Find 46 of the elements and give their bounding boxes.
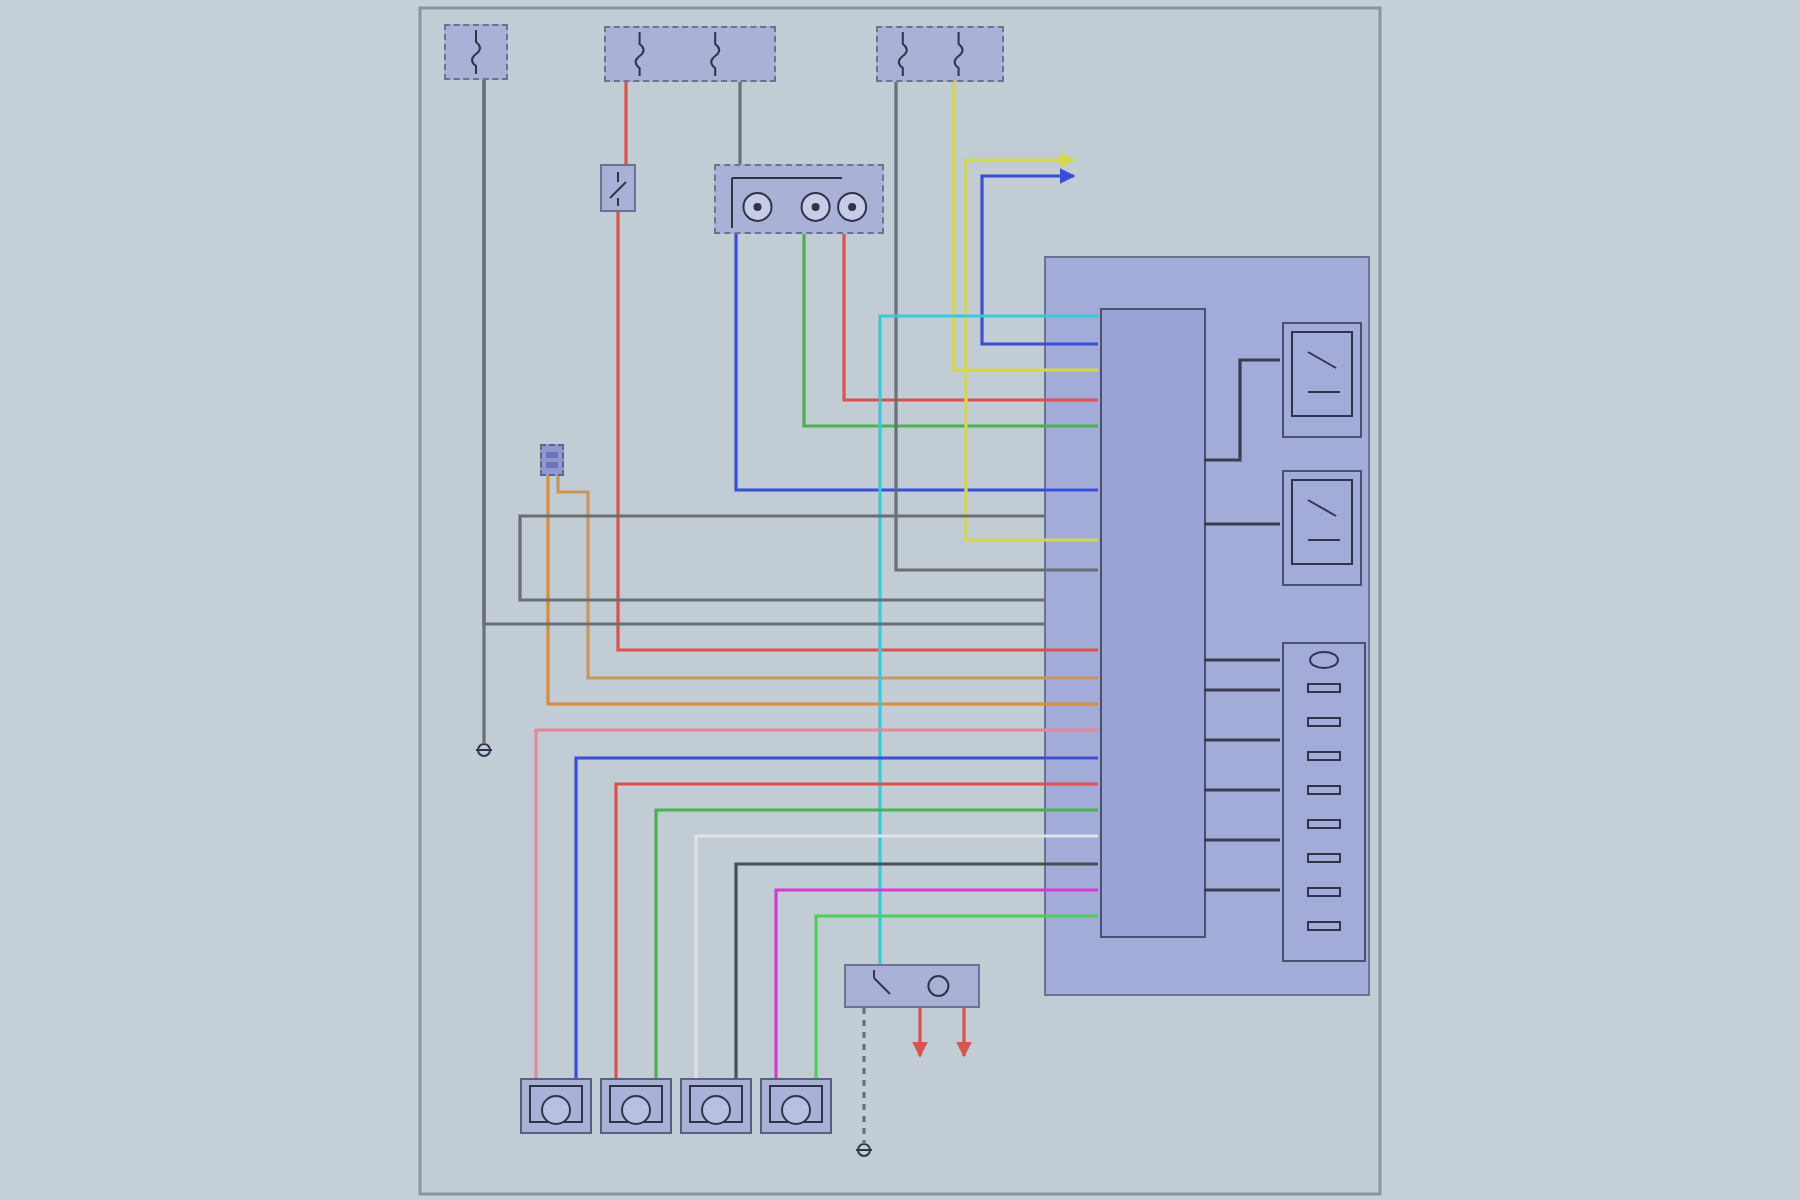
relay-box <box>1282 322 1362 438</box>
switch-box <box>844 964 980 1008</box>
wire <box>1204 658 1280 662</box>
sensor-box <box>520 1078 592 1134</box>
wire <box>1204 358 1280 462</box>
wire <box>878 314 1098 964</box>
wire <box>1204 788 1280 792</box>
wire <box>814 914 1098 1078</box>
wire <box>1204 738 1280 742</box>
connector-box <box>540 444 564 476</box>
wire <box>894 82 1098 572</box>
sensor-box <box>600 1078 672 1134</box>
wire <box>694 834 1098 1078</box>
wire <box>734 862 1098 1078</box>
motor-resistor-box <box>1282 642 1366 962</box>
wire <box>842 234 1098 402</box>
lamp-module <box>714 164 884 234</box>
wire <box>624 82 628 164</box>
control-unit <box>1100 308 1206 938</box>
wire <box>774 888 1098 1078</box>
wire <box>1204 522 1280 526</box>
sensor-box <box>760 1078 832 1134</box>
wire <box>616 212 1098 652</box>
wire-arrow <box>964 152 1098 542</box>
wire <box>1204 688 1280 692</box>
fuse-box <box>444 24 508 80</box>
wire <box>518 514 1044 602</box>
wire <box>952 82 1098 372</box>
wire <box>654 808 1098 1078</box>
fuse-box <box>604 26 776 82</box>
relay-box <box>1282 470 1362 586</box>
wire-arrow <box>912 1008 928 1058</box>
wire <box>734 234 1098 492</box>
wire <box>1204 888 1280 892</box>
control-module <box>1044 256 1370 996</box>
wire <box>614 782 1098 1078</box>
wire <box>1204 838 1280 842</box>
wire <box>738 82 742 164</box>
switch-box <box>600 164 636 212</box>
wire-arrow <box>956 1008 972 1058</box>
wire <box>862 1008 866 1144</box>
wire <box>482 80 1044 626</box>
wire-arrow <box>980 168 1098 346</box>
wire <box>802 234 1098 428</box>
fuse-box <box>876 26 1004 82</box>
sensor-box <box>680 1078 752 1134</box>
